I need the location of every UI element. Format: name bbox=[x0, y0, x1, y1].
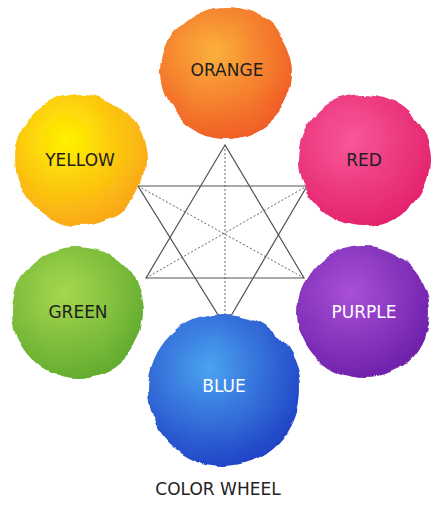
color-circle: PURPLE bbox=[294, 242, 434, 382]
color-name: RED bbox=[346, 150, 382, 170]
color-blot bbox=[148, 314, 300, 466]
color-circle: YELLOW bbox=[10, 90, 150, 230]
dotted-line bbox=[225, 145, 226, 326]
color-circle: GREEN bbox=[8, 242, 148, 382]
color-circle: RED bbox=[294, 90, 434, 230]
dotted-line bbox=[146, 186, 307, 278]
color-name: ORANGE bbox=[191, 60, 264, 80]
color-blot bbox=[12, 246, 144, 378]
color-name: YELLOW bbox=[45, 150, 115, 170]
dotted-line bbox=[138, 186, 304, 278]
caption: COLOR WHEEL bbox=[0, 479, 436, 499]
color-circle: BLUE bbox=[144, 310, 304, 470]
color-name: PURPLE bbox=[332, 302, 397, 322]
color-name: BLUE bbox=[202, 376, 245, 396]
color-blot bbox=[298, 246, 430, 378]
color-blot bbox=[161, 6, 293, 138]
color-name: GREEN bbox=[48, 302, 107, 322]
color-circle: ORANGE bbox=[157, 2, 297, 142]
downward-triangle bbox=[138, 186, 307, 326]
color-blot bbox=[14, 94, 146, 226]
color-blot bbox=[298, 94, 430, 226]
